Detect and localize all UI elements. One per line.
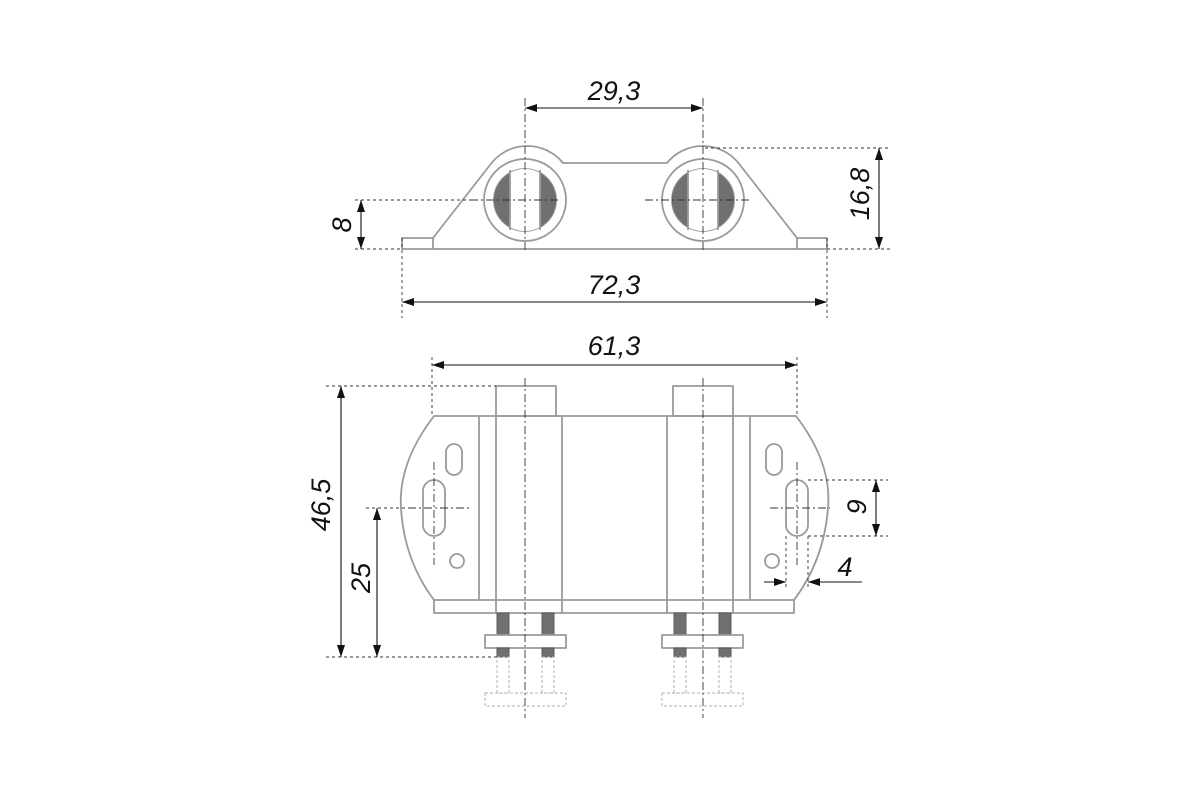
front-view-body-outline bbox=[399, 415, 830, 614]
front-view: 61,3 46,5 25 9 4 bbox=[306, 331, 888, 718]
dim-total-height-front: 46,5 bbox=[306, 478, 336, 532]
dim-hole-spacing: 29,3 bbox=[587, 76, 641, 106]
front-view-pins-right bbox=[661, 612, 744, 707]
hole-right bbox=[764, 553, 780, 569]
top-view: 29,3 72,3 8 16,8 bbox=[327, 76, 890, 318]
dim-mount-width: 61,3 bbox=[588, 331, 641, 361]
slot-small-right bbox=[765, 443, 783, 476]
dim-total-height-top: 16,8 bbox=[845, 168, 875, 221]
dim-slot-length: 9 bbox=[842, 499, 872, 514]
dim-slot-width: 4 bbox=[837, 552, 852, 582]
slot-small-left bbox=[445, 443, 463, 476]
front-view-pins-left bbox=[484, 612, 567, 707]
hole-left bbox=[449, 553, 465, 569]
front-view-cap-left bbox=[495, 385, 557, 417]
dim-total-width: 72,3 bbox=[588, 270, 641, 300]
top-view-body-outline bbox=[401, 145, 828, 250]
dim-axis-from-bottom: 25 bbox=[346, 562, 376, 594]
dim-axis-height: 8 bbox=[327, 217, 357, 232]
